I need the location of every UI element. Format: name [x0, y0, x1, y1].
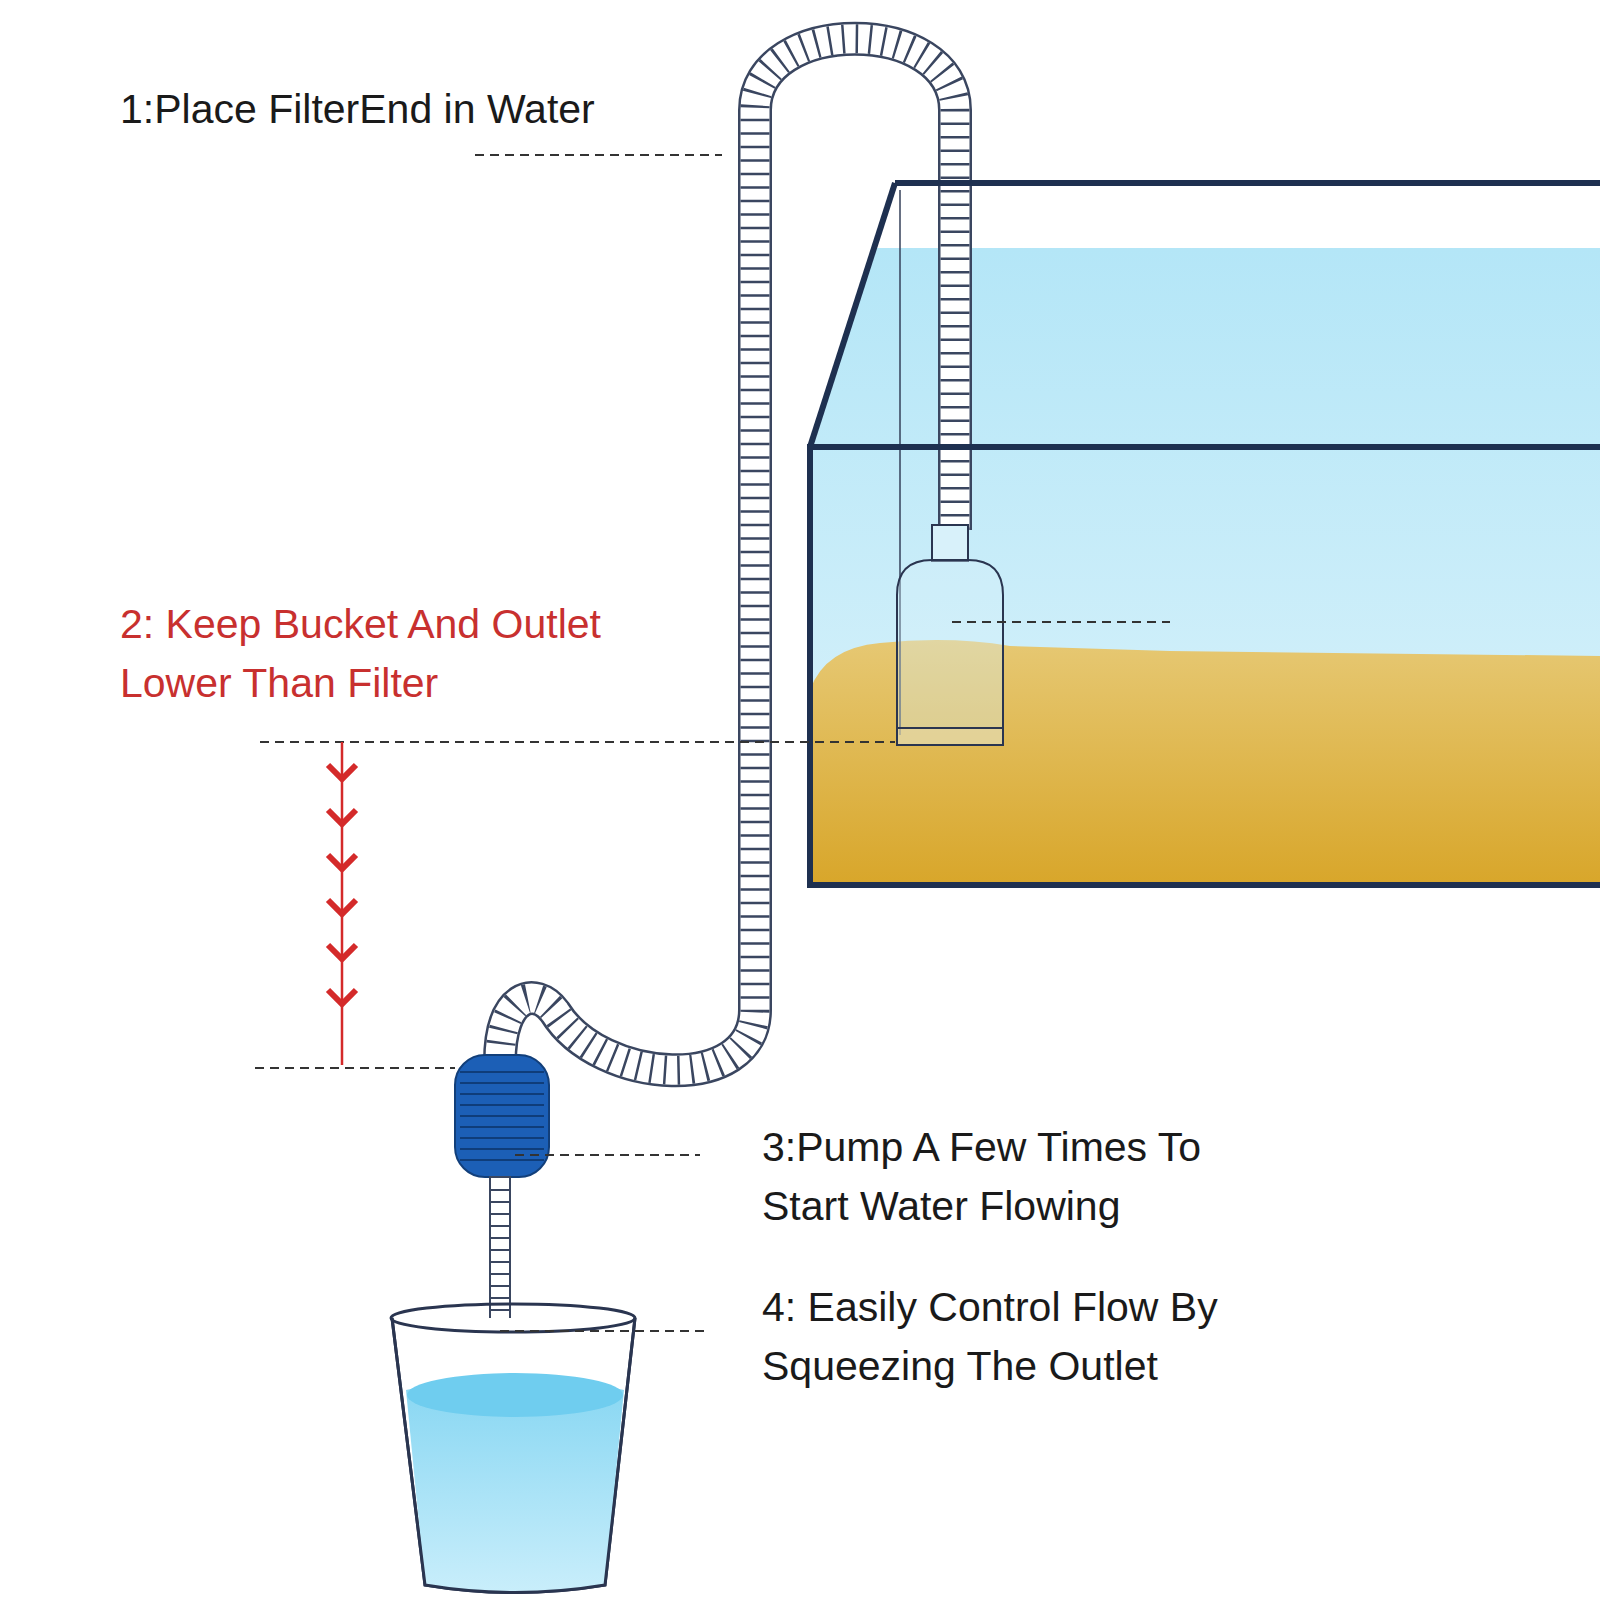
arrow-chevron — [328, 855, 356, 869]
tube-rib — [490, 1261, 510, 1263]
pump-bulb — [455, 1055, 549, 1177]
arrow-chevron — [328, 765, 356, 779]
callout-label: 4: Easily Control Flow By Squeezing The … — [762, 1278, 1298, 1397]
tube-rib — [490, 1201, 510, 1203]
tube-rib — [490, 1273, 510, 1275]
bulb-rib — [460, 1115, 544, 1117]
arrow-chevron — [328, 945, 356, 959]
height-arrow — [328, 742, 356, 1065]
bucket — [391, 1304, 635, 1593]
siphon-hose — [500, 39, 955, 1071]
tube-rib — [490, 1213, 510, 1215]
tank-outline — [810, 183, 1600, 885]
tube-rib — [490, 1237, 510, 1239]
bulb-rib — [460, 1148, 544, 1150]
arrow-chevron — [328, 990, 356, 1004]
filter-end — [897, 525, 1003, 745]
tank-water — [810, 248, 1600, 885]
tube-rib — [490, 1225, 510, 1227]
arrow-chevron — [328, 900, 356, 914]
callout-label: 2: Keep Bucket And Outlet Lower Than Fil… — [120, 595, 660, 714]
bulb-rib — [460, 1137, 544, 1139]
bulb-rib — [460, 1082, 544, 1084]
outlet-tube — [490, 1177, 510, 1340]
tube-rib — [490, 1249, 510, 1251]
tube-rib — [490, 1297, 510, 1299]
bulb-rib — [460, 1104, 544, 1106]
bulb-rib — [460, 1159, 544, 1161]
bulb-rib — [460, 1126, 544, 1128]
bulb-rib — [460, 1093, 544, 1095]
tube-rib — [490, 1285, 510, 1287]
tube-rib — [490, 1309, 510, 1311]
bulb-rib — [460, 1071, 544, 1073]
callout-label: 3:Pump A Few Times To Start Water Flowin… — [762, 1118, 1256, 1237]
tube-rib — [490, 1189, 510, 1191]
callout-label: 1:Place FilterEnd in Water — [120, 80, 595, 139]
arrow-chevron — [328, 810, 356, 824]
